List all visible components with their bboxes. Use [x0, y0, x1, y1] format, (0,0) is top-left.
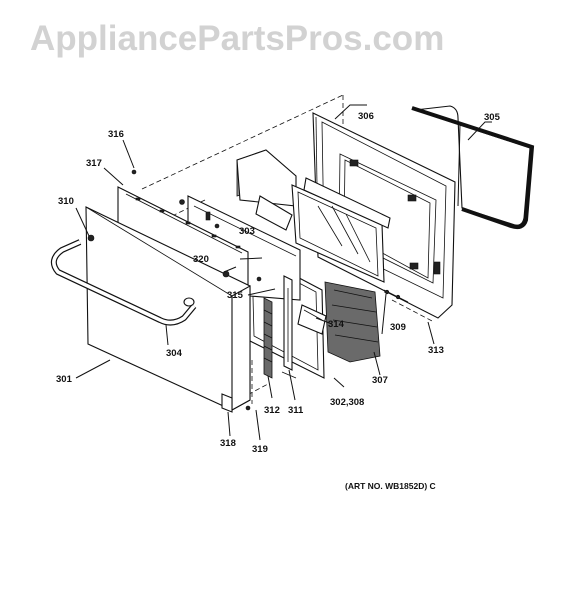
callout-304: 304 — [166, 348, 183, 359]
callout-314: 314 — [328, 319, 345, 330]
vent-strip-312 — [263, 297, 273, 379]
callout-318: 318 — [220, 438, 236, 449]
callout-311: 311 — [288, 405, 304, 416]
outer-door-301 — [85, 206, 251, 411]
callout-316: 316 — [108, 129, 124, 140]
hinge-bracket-314 — [297, 304, 327, 335]
callout-leaders — [75, 104, 492, 441]
art-number: (ART NO. WB1852D) C — [345, 481, 436, 491]
watermark-text: AppliancePartsPros.com — [30, 19, 444, 58]
insulation-307 — [236, 149, 381, 363]
callout-306: 306 — [358, 111, 374, 122]
callout-315: 315 — [227, 290, 244, 301]
part-309 — [383, 289, 409, 303]
callout-310: 310 — [58, 196, 74, 207]
callout-labels: 306 305 316 317 310 303 320 315 314 309 … — [56, 111, 501, 455]
callout-313: 313 — [428, 345, 444, 356]
callout-320: 320 — [193, 254, 209, 265]
callout-317: 317 — [86, 158, 102, 169]
door-handle-304 — [50, 239, 197, 326]
hinge-311 — [281, 275, 297, 379]
callout-302-308: 302,308 — [330, 397, 364, 408]
callout-307: 307 — [372, 375, 388, 386]
callout-312: 312 — [264, 405, 280, 416]
callout-305: 305 — [484, 112, 501, 123]
callout-319: 319 — [252, 444, 268, 455]
door-gasket-305 — [411, 105, 535, 230]
clip-318 — [221, 393, 233, 413]
callout-301: 301 — [56, 374, 73, 385]
callout-303: 303 — [239, 226, 255, 237]
callout-309: 309 — [390, 322, 406, 333]
screws — [87, 169, 262, 411]
